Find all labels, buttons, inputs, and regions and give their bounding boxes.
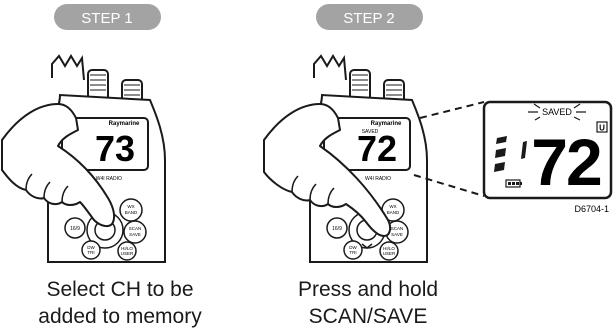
- svg-text:TRI: TRI: [87, 250, 94, 255]
- svg-text:BAND: BAND: [125, 210, 138, 215]
- svg-text:SAVE: SAVE: [391, 232, 403, 237]
- zoom-callout: SAVED 72 U: [414, 102, 611, 199]
- step2-antenna-icon: [314, 56, 346, 80]
- figure-id: D6704-1: [574, 204, 609, 214]
- svg-text:SAVE: SAVE: [129, 232, 141, 237]
- svg-text:16/9: 16/9: [332, 226, 342, 232]
- svg-text:16/9: 16/9: [70, 226, 80, 232]
- svg-text:TRI: TRI: [349, 250, 356, 255]
- step1-caption: Select CH to be added to memory: [0, 276, 240, 330]
- zoom-channel-digits: 72: [531, 125, 601, 199]
- step2-channel-digits: 72: [357, 128, 397, 169]
- step1-antenna-icon: [52, 56, 84, 80]
- step1-channel-digits: 73: [95, 128, 135, 169]
- svg-text:USER: USER: [383, 251, 396, 256]
- svg-text:BAND: BAND: [387, 210, 400, 215]
- step2-caption: Press and hold SCAN/SAVE: [248, 276, 488, 330]
- step1-caption-line2: added to memory: [0, 303, 240, 330]
- step1-badge-text: STEP 1: [81, 10, 132, 27]
- zoom-line-top: [420, 102, 484, 118]
- svg-text:SCAN: SCAN: [391, 226, 404, 231]
- step1-wx-label: WX: [127, 204, 134, 209]
- svg-text:WX: WX: [389, 204, 396, 209]
- step2-caption-line1: Press and hold: [248, 276, 488, 303]
- step1-caption-line1: Select CH to be: [0, 276, 240, 303]
- step2-brand: Raymarine: [371, 121, 402, 127]
- zoom-saved-label: SAVED: [542, 107, 572, 117]
- step2-badge-text: STEP 2: [343, 10, 394, 27]
- svg-text:SCAN: SCAN: [129, 226, 142, 231]
- step2-display-footer: W4I RADIO: [365, 176, 391, 182]
- step1-brand: Raymarine: [109, 121, 140, 127]
- svg-text:U: U: [599, 124, 605, 133]
- svg-text:USER: USER: [121, 251, 134, 256]
- step1-group: STEP 1 Raymarine 73 101 W4I RADIO WX BAN…: [2, 4, 165, 262]
- step2-caption-line2: SCAN/SAVE: [248, 303, 488, 330]
- step2-group: STEP 2 Raymarine SAVED 72 W4I RADIO WX B…: [264, 4, 427, 262]
